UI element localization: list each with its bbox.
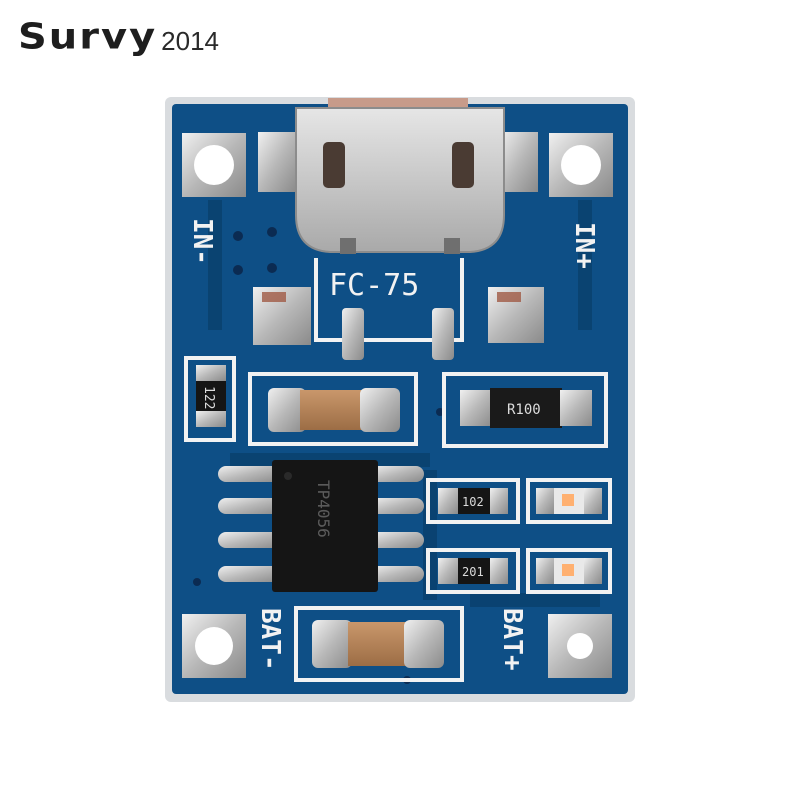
label-in-plus: IN+: [569, 222, 599, 269]
silk-cap-top: [248, 372, 418, 446]
resistor-left: 122: [196, 365, 226, 427]
capacitor-bottom: [312, 620, 444, 668]
resistor-sense: R100: [460, 388, 592, 428]
chip-marking: TP4056: [314, 480, 333, 538]
usb-leg-right: [432, 308, 454, 360]
silk-led-bottom: [526, 548, 612, 594]
label-bat-minus: BAT-: [255, 608, 285, 671]
watermark: Survy 2014: [18, 14, 219, 60]
silk-cap-bottom: [294, 606, 464, 682]
silk-resistor-102: [426, 478, 520, 524]
chip-pins: [218, 466, 424, 582]
led-charging: [536, 488, 602, 514]
mounting-hole-bottom-left: [182, 614, 246, 678]
mounting-hole-top-right: [549, 133, 613, 197]
mounting-hole-bottom-right: [548, 614, 612, 678]
capacitor-top: [268, 388, 400, 432]
mounting-hole-top-left: [182, 133, 246, 197]
label-in-minus: IN-: [187, 218, 217, 265]
resistor-left-marking: 122: [201, 386, 216, 409]
silk-led-top: [526, 478, 612, 524]
silk-resistor-201: [426, 548, 520, 594]
resistor-sense-marking: R100: [507, 402, 541, 418]
input-pad-left: [253, 287, 311, 345]
silk-resistor-sense: [442, 372, 608, 448]
silk-resistor-left: [184, 356, 236, 442]
resistor-201: 201: [438, 558, 508, 584]
micro-usb-connector: [258, 98, 538, 254]
led-standby: [536, 558, 602, 584]
usb-leg-left: [342, 308, 364, 360]
watermark-year: 2014: [161, 26, 220, 56]
resistor-201-marking: 201: [462, 565, 484, 579]
resistor-102-marking: 102: [462, 495, 484, 509]
silk-usb-outline: [314, 258, 464, 342]
watermark-brand: Survy: [18, 16, 158, 58]
label-bat-plus: BAT+: [497, 608, 527, 671]
model-label: FC-75: [329, 268, 419, 303]
charger-chip: TP4056: [272, 460, 378, 592]
resistor-102: 102: [438, 488, 508, 514]
input-pad-right: [488, 287, 544, 343]
